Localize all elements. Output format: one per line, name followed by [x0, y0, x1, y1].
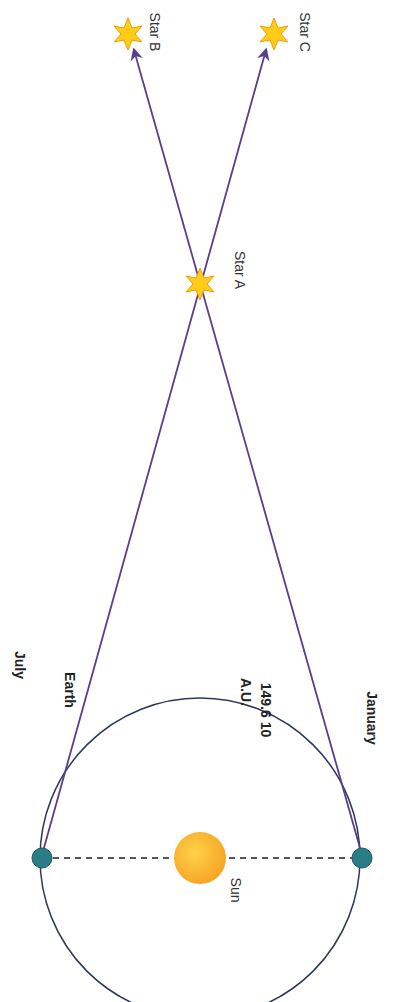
sight-line [42, 50, 266, 855]
label: 149.6 10 [259, 683, 273, 738]
label: Star A [233, 251, 247, 289]
label: Earth [63, 672, 77, 708]
label: Star B [148, 13, 162, 52]
label: Sun [229, 878, 243, 903]
label: July [13, 651, 27, 679]
earth [32, 848, 52, 868]
sun [174, 832, 226, 884]
orbit [40, 698, 360, 1002]
sight-line [134, 50, 362, 855]
label: Star C [298, 12, 312, 52]
stars [114, 18, 288, 300]
earth [352, 848, 372, 868]
label: A.U. [239, 678, 253, 706]
label: January [365, 691, 379, 745]
